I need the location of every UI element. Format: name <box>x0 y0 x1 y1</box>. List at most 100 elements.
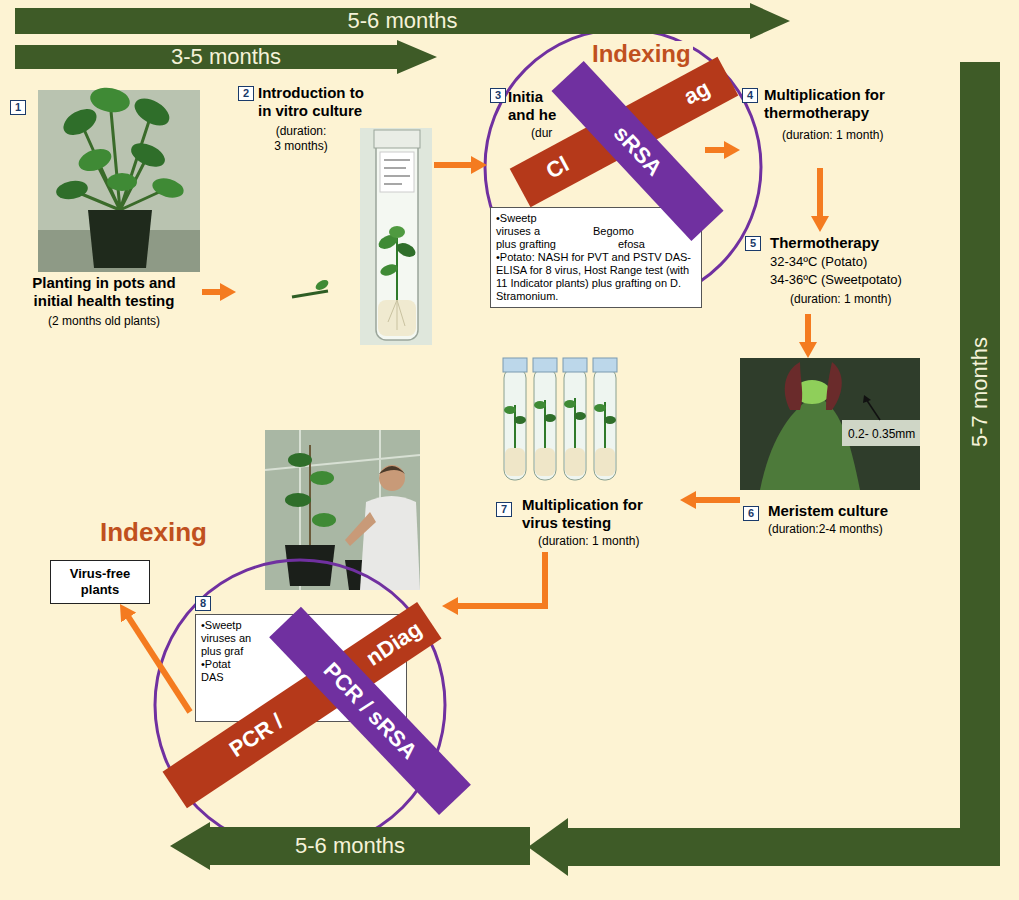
step-duration: (duration: 1 month) <box>790 292 891 307</box>
tubes-photo <box>505 448 525 476</box>
bar-text: Cl <box>543 153 573 183</box>
indexing-photo <box>312 513 336 527</box>
process-step: 2Introduction to in vitro culture(durati… <box>236 82 434 352</box>
band-shape <box>960 62 1000 866</box>
indexing-photo <box>285 493 311 507</box>
step-duration: (duration: 1 month) <box>782 128 883 143</box>
cutting-icon <box>292 291 328 297</box>
band-text: 5-6 months <box>347 10 457 32</box>
tubes-photo <box>504 368 526 480</box>
plant-photo <box>88 210 152 268</box>
flow-arrow <box>434 162 477 168</box>
node-text: plus graf <box>201 645 243 658</box>
process-step: 5Thermotherapy32-34ºC (Potato)34-36ºC (S… <box>742 232 952 314</box>
node-text: DAS <box>201 671 224 684</box>
plant-photo <box>38 90 200 272</box>
plant-photo <box>107 173 137 191</box>
tubes-photo <box>564 400 576 408</box>
step-duration: (dur <box>531 126 552 141</box>
node-text: •Sweetp <box>496 212 537 225</box>
step-title: Planting in pots and initial health test… <box>14 274 194 310</box>
test-box: •Sweetpviruses a Begomo plus grafting efosa… <box>490 207 702 308</box>
timeline-band: 3-5 months <box>15 40 437 74</box>
node-text: plus grafting <box>496 238 556 251</box>
callout-number: 3 <box>490 88 506 103</box>
step-title: Meristem culture <box>768 502 918 520</box>
bar-text: ag <box>680 77 713 109</box>
band-shape <box>15 40 437 74</box>
node-text: •Potato: NASH for PVT and PSTV DAS-ELISA… <box>496 251 696 303</box>
indexing-photo <box>288 453 312 467</box>
plant-photo <box>127 138 168 171</box>
callout-number: 6 <box>743 506 759 521</box>
indexing-circle <box>155 29 761 850</box>
process-step: 4 Multiplication for thermotherapy (durati… <box>740 84 918 168</box>
tubes-photo <box>504 406 516 414</box>
tube-photo <box>374 130 420 148</box>
tubes-photo <box>503 358 617 480</box>
tube-photo <box>394 240 417 259</box>
callout-number: 7 <box>496 502 512 517</box>
flow-arrow <box>452 552 545 606</box>
meristem-photo <box>785 362 802 410</box>
timeline-arrow <box>568 828 1000 866</box>
band-text: 5-6 months <box>295 835 405 857</box>
indexing-photo <box>285 545 335 586</box>
tube-photo <box>360 128 432 345</box>
callout-number: 4 <box>742 88 758 103</box>
indexing-circle <box>155 560 445 850</box>
indexing-photo <box>310 471 334 485</box>
tubes-photo <box>595 448 615 476</box>
step-duration: (2 months old plants) <box>14 314 194 329</box>
node-text: Begomo <box>593 225 634 238</box>
flow-arrow <box>705 147 730 153</box>
tubes-photo <box>565 448 585 476</box>
step-title: Multiplication for thermotherapy <box>764 86 894 122</box>
flow-arrow <box>805 314 811 348</box>
meristem-photo <box>866 399 880 420</box>
tubes-photo <box>563 358 587 372</box>
tube-photo <box>388 300 405 330</box>
step-duration: (duration:2-4 months) <box>768 522 883 537</box>
meristem-photo <box>863 395 871 403</box>
callout-number: 8 <box>195 596 211 611</box>
node-text: Virus-free plants <box>57 566 143 598</box>
node-text: •Potat <box>201 658 231 671</box>
node-text: efosa <box>618 238 645 251</box>
cutting-icon <box>314 278 330 292</box>
result-box: Virus-free plants <box>50 560 150 604</box>
cutting-icon <box>292 278 330 297</box>
step-title: Thermotherapy <box>770 234 879 252</box>
meristem-photo <box>740 358 920 490</box>
section-label: Indexing <box>98 518 209 547</box>
flow-arrow <box>125 612 190 712</box>
tubes-photo <box>533 358 557 372</box>
plant-photo <box>55 178 90 201</box>
step-title: and he <box>508 106 556 124</box>
plant-photo <box>130 93 174 131</box>
plant-photo <box>59 103 101 140</box>
tubes-photo <box>564 368 586 480</box>
process-step: 1Planting in pots and initial health tes… <box>6 92 202 330</box>
timeline-arrow <box>528 818 568 876</box>
tubes-photo <box>604 416 616 424</box>
tubes-photo <box>503 358 527 372</box>
plant-photo <box>38 85 200 272</box>
meristem-photo <box>842 420 920 446</box>
node-text: viruses a <box>496 225 540 238</box>
band-shape <box>15 3 790 39</box>
tubes-photo <box>593 358 617 372</box>
callout-number: 1 <box>10 100 26 115</box>
temperature: 34-36ºC (Sweetpotato) <box>770 272 902 288</box>
temperature: 32-34ºC (Potato) <box>770 254 867 270</box>
tubes-photo <box>534 368 556 480</box>
tubes-photo <box>594 404 606 412</box>
flow-arrow <box>817 168 823 222</box>
step-title: Multiplication for virus testing <box>522 496 652 532</box>
band-text: 3-5 months <box>171 46 281 68</box>
tubes-photo <box>535 448 555 476</box>
callout-number: 2 <box>238 86 254 101</box>
step-duration: (duration: 3 months) <box>272 124 330 154</box>
band-text: 5-7 months <box>969 337 991 447</box>
dimension-label: 0.2- 0.35mm <box>846 427 917 442</box>
